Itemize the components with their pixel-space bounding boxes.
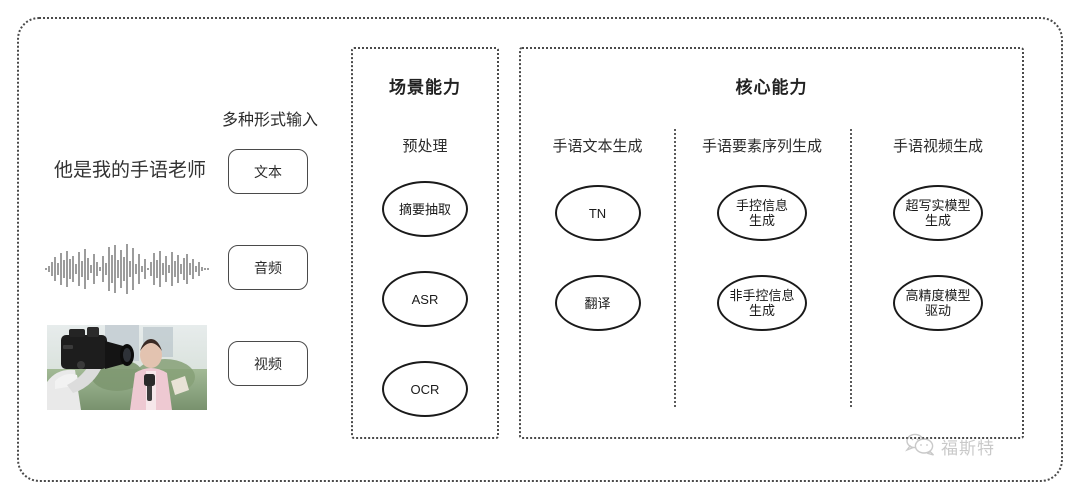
node-translation[interactable]: 翻译 — [554, 275, 641, 331]
input-section-label: 多种形式输入 — [221, 112, 318, 129]
modality-chip-audio-label: 音频 — [254, 259, 282, 276]
node-non-manual-info-generation[interactable]: 非手控信息 生成 — [717, 275, 807, 331]
node-hyperrealistic-model-generation[interactable]: 超写实模型 生成 — [893, 185, 983, 241]
core-column-sign-video-generation: 手语视频生成 超写实模型 生成 高精度模型 驱动 — [850, 137, 1026, 331]
core-capability-panel: 核心能力 手语文本生成 TN 翻译 手语要素序列生成 手控信息 生成 非手控信息 — [519, 47, 1024, 439]
core-column-sign-video-generation-heading: 手语视频生成 — [892, 138, 983, 155]
modality-chip-video-label: 视频 — [254, 355, 282, 372]
modality-chip-text-label: 文本 — [254, 163, 282, 180]
node-high-precision-model-driving[interactable]: 高精度模型 驱动 — [893, 275, 983, 331]
waveform-icon — [44, 243, 210, 295]
watermark-text: 福斯特 — [941, 439, 995, 458]
node-non-manual-info-generation-label: 非手控信息 生成 — [729, 288, 795, 318]
node-tn[interactable]: TN — [554, 185, 641, 241]
modality-chip-video[interactable]: 视频 — [228, 341, 308, 386]
node-manual-info-generation-label: 手控信息 生成 — [735, 198, 788, 228]
node-tn-label: TN — [588, 205, 607, 221]
core-capability-title: 核心能力 — [735, 78, 808, 97]
node-asr[interactable]: ASR — [382, 271, 468, 327]
input-area: 多种形式输入 他是我的手语老师 — [0, 0, 340, 465]
scene-column-preprocess: 预处理 摘要抽取 ASR OCR — [353, 137, 497, 417]
node-summary-extraction[interactable]: 摘要抽取 — [382, 181, 468, 237]
scene-capability-title: 场景能力 — [389, 78, 461, 97]
outer-dotted-frame — [17, 17, 1063, 482]
node-summary-extraction-label: 摘要抽取 — [398, 201, 451, 217]
core-column-divider-2 — [850, 129, 852, 407]
node-translation-label: 翻译 — [584, 295, 611, 311]
modality-chip-audio[interactable]: 音频 — [228, 245, 308, 290]
sample-text: 他是我的手语老师 — [53, 160, 206, 181]
core-column-sign-element-sequence-generation-heading: 手语要素序列生成 — [701, 138, 822, 155]
core-column-sign-element-sequence-generation: 手语要素序列生成 手控信息 生成 非手控信息 生成 — [674, 137, 850, 331]
video-thumbnail-icon — [47, 325, 207, 410]
scene-column-preprocess-heading: 预处理 — [402, 138, 448, 155]
core-column-sign-text-generation-heading: 手语文本生成 — [552, 138, 643, 155]
node-ocr[interactable]: OCR — [382, 361, 468, 417]
wechat-bubbles-icon — [904, 432, 935, 461]
core-column-sign-text-generation: 手语文本生成 TN 翻译 — [521, 137, 674, 331]
node-hyperrealistic-model-generation-label: 超写实模型 生成 — [905, 198, 971, 228]
scene-capability-panel: 场景能力 预处理 摘要抽取 ASR OCR — [351, 47, 499, 439]
watermark: 福斯特 — [904, 432, 995, 461]
node-manual-info-generation[interactable]: 手控信息 生成 — [717, 185, 807, 241]
node-asr-label: ASR — [411, 291, 439, 307]
modality-chip-text[interactable]: 文本 — [228, 149, 308, 194]
node-ocr-label: OCR — [410, 381, 440, 397]
node-high-precision-model-driving-label: 高精度模型 驱动 — [905, 288, 971, 318]
core-column-divider-1 — [674, 129, 676, 407]
